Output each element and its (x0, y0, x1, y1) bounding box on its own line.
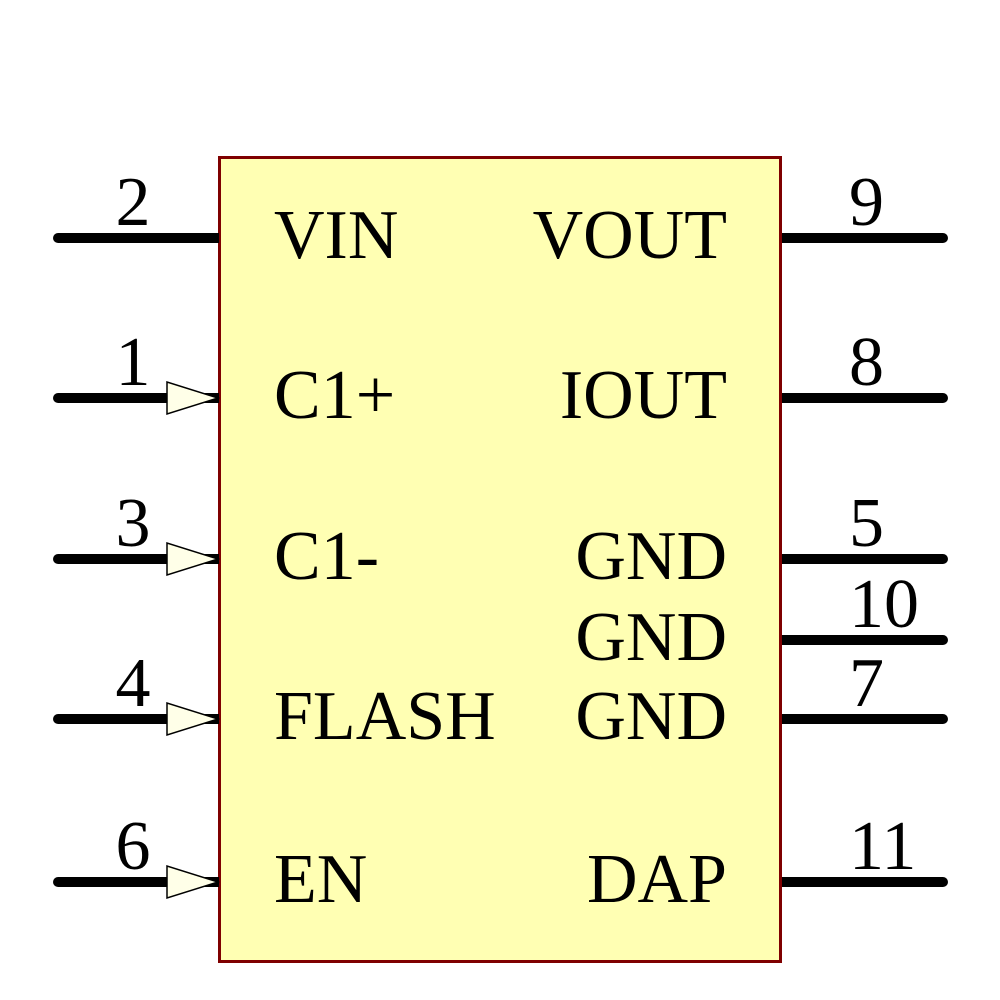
pin-wire (782, 233, 948, 243)
pin-name: FLASH (274, 677, 496, 755)
ic-body (218, 156, 782, 963)
input-arrow-icon (166, 864, 220, 900)
pin-name: VOUT (532, 196, 727, 274)
pin-name: C1- (274, 517, 379, 595)
pin-wire (782, 554, 948, 564)
pin-number: 9 (849, 164, 884, 241)
pin-number: 8 (849, 324, 884, 401)
pin-wire (53, 714, 219, 724)
pin-number: 2 (115, 164, 151, 241)
pin-name: IOUT (559, 356, 727, 434)
pin-wire (782, 393, 948, 403)
pin-number: 3 (115, 485, 151, 562)
pin-name: GND (575, 517, 727, 595)
pin-number: 7 (849, 645, 884, 722)
pin-wire (53, 877, 219, 887)
pin-wire (782, 635, 948, 645)
input-arrow-icon (166, 380, 220, 416)
pin-number: 1 (115, 324, 151, 401)
pin-wire (53, 554, 219, 564)
pin-name: C1+ (274, 356, 396, 434)
pin-name: DAP (586, 840, 727, 918)
pin-name: GND (575, 677, 727, 755)
pin-wire (782, 877, 948, 887)
pin-number: 10 (849, 566, 919, 643)
pin-name: GND (575, 598, 727, 676)
pin-wire (782, 714, 948, 724)
pin-number: 4 (115, 645, 151, 722)
pin-number: 5 (849, 485, 884, 562)
pin-wire (53, 233, 219, 243)
input-arrow-icon (166, 541, 220, 577)
pin-wire (53, 393, 219, 403)
pin-number: 11 (849, 808, 917, 885)
pin-name: VIN (274, 196, 399, 274)
pin-name: EN (274, 840, 368, 918)
input-arrow-icon (166, 701, 220, 737)
pin-number: 6 (115, 808, 151, 885)
